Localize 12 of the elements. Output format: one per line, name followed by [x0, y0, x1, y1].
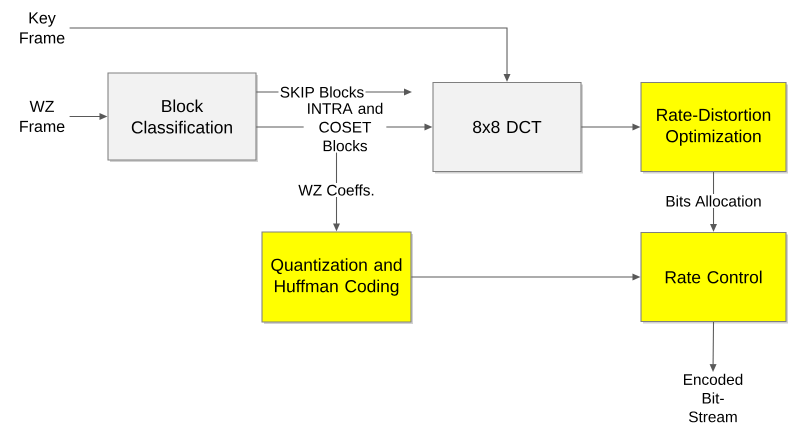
text-label: WZ Frame: [20, 100, 64, 132]
text-label: Key Frame: [20, 12, 64, 44]
edge-label: INTRA and COSET Blocks: [304, 101, 386, 153]
process-box: Quantization and Huffman Coding: [261, 231, 413, 324]
process-box: 8x8 DCT: [432, 82, 583, 174]
edge-label: Bits Allocation: [664, 194, 763, 208]
edge-label: SKIP Blocks: [278, 85, 366, 99]
process-box: Rate-Distortion Optimization: [640, 82, 788, 174]
text-label: Encoded Bit-Stream: [684, 374, 742, 422]
process-box: Rate Control: [640, 232, 788, 324]
process-box: Block Classification: [107, 72, 258, 162]
edge-label: WZ Coeffs.: [296, 183, 376, 197]
